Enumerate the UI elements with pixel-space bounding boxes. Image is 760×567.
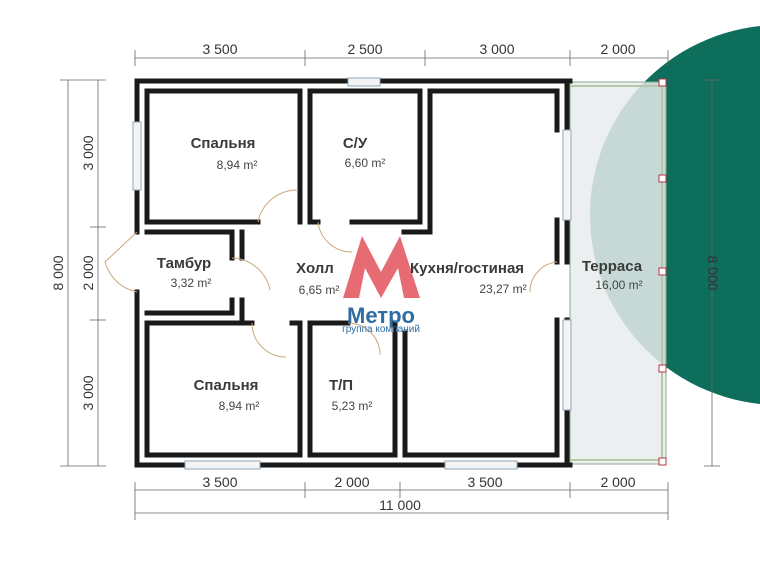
room-name-vestibule: Тамбур: [157, 255, 211, 272]
dim-top-1: 3 500: [202, 41, 237, 57]
doors: [104, 189, 558, 358]
dim-bottom-3: 3 500: [467, 474, 502, 490]
dim-bottom-4: 2 000: [600, 474, 635, 490]
terrace-floor: [570, 82, 666, 464]
room-name-bedroom-bottom: Спальня: [194, 377, 259, 394]
dim-left-2: 2 000: [80, 255, 96, 290]
dim-top-4: 2 000: [600, 41, 635, 57]
dim-bottom-2: 2 000: [334, 474, 369, 490]
room-name-bathroom: С/У: [343, 135, 368, 152]
dim-total-width: 11 000: [379, 497, 421, 513]
room-name-hall: Холл: [296, 260, 334, 277]
terrace-posts: [658, 78, 667, 466]
room-area-terrace: 16,00 m²: [595, 278, 642, 292]
dim-left-total: 8 000: [50, 255, 66, 290]
dim-right-total: 8 000: [705, 255, 721, 290]
metro-logo: Метро группа компаний: [342, 236, 420, 335]
logo-mark: [343, 236, 420, 298]
room-area-utility: 5,23 m²: [332, 399, 373, 413]
room-area-bedroom-top: 8,94 m²: [217, 158, 258, 172]
logo-subtitle: группа компаний: [342, 324, 420, 335]
room-area-hall: 6,65 m²: [299, 283, 340, 297]
room-name-terrace: Терраса: [582, 258, 643, 275]
room-area-bathroom: 6,60 m²: [345, 156, 386, 170]
dim-left-1: 3 000: [80, 135, 96, 170]
dim-left-3: 3 000: [80, 375, 96, 410]
room-area-kitchen-living: 23,27 m²: [479, 282, 526, 296]
dimension-lines: [60, 50, 720, 520]
room-name-kitchen-living: Кухня/гостиная: [410, 260, 524, 277]
logo-name: Метро: [347, 303, 415, 328]
dim-top-3: 3 000: [479, 41, 514, 57]
room-name-utility: Т/П: [329, 377, 353, 394]
room-name-bedroom-top: Спальня: [191, 135, 256, 152]
dim-bottom-1: 3 500: [202, 474, 237, 490]
room-area-bedroom-bottom: 8,94 m²: [219, 399, 260, 413]
walls: [134, 78, 573, 468]
windows: [132, 77, 572, 470]
room-area-vestibule: 3,32 m²: [171, 276, 212, 290]
dim-top-2: 2 500: [347, 41, 382, 57]
